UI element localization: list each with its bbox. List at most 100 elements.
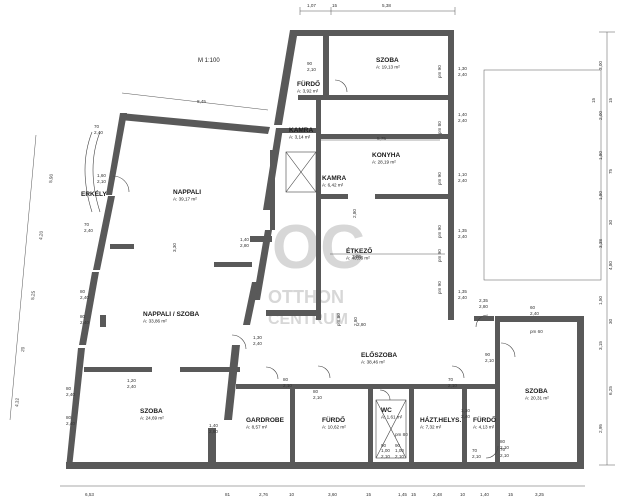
opening-height: 2,40 [458,178,467,183]
parapet-label: pm 80 [395,432,408,437]
top-dim: 5,38 [382,3,391,8]
opening-height: 2,10 [395,454,404,459]
opening-width: 1,35 [458,228,467,233]
opening-width: 2,80 [357,322,366,327]
opening-height: 2,10 [97,179,106,184]
opening-height: 2,10 [313,395,322,400]
room-name-gardrobe: GARDROBE [246,417,285,424]
bottom-dim: 10 [289,492,295,497]
bottom-dim: 10 [460,492,466,497]
parapet-label: pm 90 [437,65,442,78]
watermark-line1: OTTHON [268,287,344,307]
room-area-furdo-top: A: 3,92 m² [297,89,319,94]
opening-height: 2,40 [84,228,93,233]
right-dim: 75 [608,168,613,174]
bottom-dim: 15 [411,492,417,497]
room-name-konyha: KONYHA [372,152,400,159]
opening-height: 2,40 [461,414,470,419]
bottom-dim: 3,60 [328,492,337,497]
left-dim: 5,90 [48,173,54,183]
room-name-szoba-bottom: SZOBA [140,408,163,415]
opening-width: 1,10 [461,408,470,413]
room-name-nappali-szoba: NAPPALI / SZOBA [143,311,200,318]
room-name-furdo-bottom: FÜRDŐ [322,415,345,424]
room-name-furdo-small: FÜRDŐ [473,415,496,424]
opening-width: 70 [500,447,506,452]
opening-width: 1,00 [395,448,404,453]
room-area-szoba-right: A: 20,31 m² [525,396,549,401]
misc-dim: 90 [381,443,387,448]
length-dim: 7,90 [352,254,361,259]
dimension-lines [9,7,615,487]
room-area-szoba-top: A: 19,13 m² [376,65,400,70]
door-swing [112,175,130,193]
opening-height: 2,40 [66,421,75,426]
room-area-nappali-szoba: A: 33,86 m² [143,319,167,324]
door-swing [231,334,247,350]
opening-width: 80 [66,415,72,420]
right-dim: 3,00 [598,61,603,70]
parapet-label: pm 60 [530,329,543,334]
opening-width: 1,60 [97,173,106,178]
parapet-label: pm 80 [437,121,442,134]
opening-width: 70 [448,377,454,382]
right-dim: 4,80 [608,261,613,270]
misc-dim: 90 [395,443,401,448]
room-area-kamra-1: A: 3,14 m² [289,135,311,140]
opening-height: 2,80 [209,429,218,434]
top-dim: 15 [332,3,338,8]
opening-width: 1,10 [458,172,467,177]
opening-height: 2,40 [94,130,103,135]
opening-width: 80 [283,377,289,382]
bottom-dim: 2,76 [259,492,268,497]
bottom-dim: 1,45 [398,492,407,497]
walls [66,30,584,469]
room-area-nappali: A: 39,17 m² [173,197,197,202]
parapet-label: pm 90 [437,281,442,294]
door-swing [451,365,465,379]
terrace-outline [483,69,602,281]
room-name-kamra-2: KAMRA [322,175,346,182]
opening-width: 1,40 [458,112,467,117]
opening-width: 80 [80,314,86,319]
room-name-kamra-1: KAMRA [289,127,313,134]
opening-height: 2,40 [253,341,262,346]
misc-dim: 2,80 [353,317,358,326]
bottom-dim: 15 [508,492,514,497]
room-name-szoba-right: SZOBA [525,388,548,395]
opening-width: 70 [472,448,478,453]
right-dim: 6,25 [608,386,613,395]
top-dim: 1,07 [307,3,316,8]
opening-width: 1,30 [458,66,467,71]
opening-width: 60 [530,305,536,310]
door-swing [334,79,348,93]
balcony-curve [84,131,93,213]
opening-height: 2,40 [458,118,467,123]
room-area-furdo-small: A: 4,13 m² [473,425,495,430]
opening-height: 2,40 [458,234,467,239]
room-area-eloszoba: A: 38,46 m² [361,360,385,365]
opening-width: 70 [84,222,90,227]
scale-label: M 1:100 [198,58,220,64]
right-dim: 15 [591,97,596,103]
fixtures [84,79,516,459]
opening-width: 1,40 [209,423,218,428]
opening-height: 2,10 [485,358,494,363]
right-dim: 2,00 [598,111,603,120]
bottom-dim: 1,40 [480,492,489,497]
room-name-haztartasi: HÁZT.HELYS. [420,415,461,424]
opening-height: 2,40 [80,295,89,300]
door-swing [485,445,499,459]
bottom-dim: 15 [366,492,372,497]
room-area-wc: A: 1,61 m² [381,415,403,420]
room-name-etkezo: ÉTKEZŐ [346,246,372,255]
opening-width: 1,30 [253,335,262,340]
parapet-label: pm 90 [437,172,442,185]
opening-height: 2,10 [472,454,481,459]
right-dim: 15 [608,97,613,103]
opening-height: 2,40 [66,392,75,397]
opening-height: 2,40 [127,384,136,389]
